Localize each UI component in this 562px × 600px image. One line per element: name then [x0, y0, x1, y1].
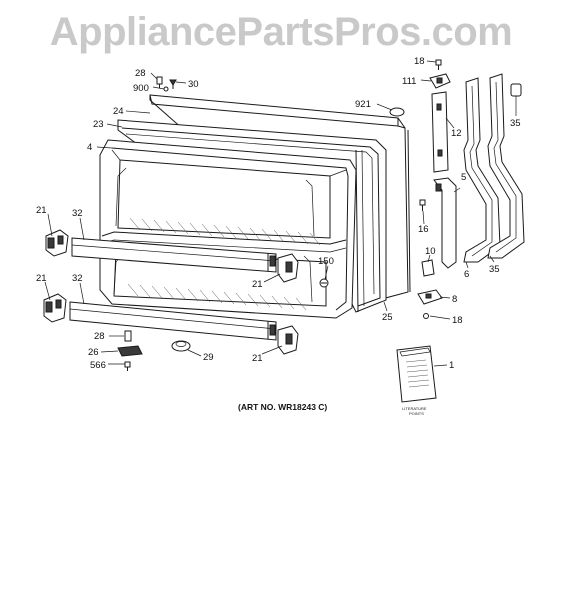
literature-label-line2: POINTS [409, 411, 424, 416]
callout-32-upper: 32 [72, 208, 83, 219]
callout-26: 26 [88, 347, 99, 358]
literature-label-line1: LITERATURE [402, 406, 427, 411]
callout-28: 28 [135, 68, 146, 79]
part-150 [319, 278, 329, 288]
door-shelf-bar-upper [71, 237, 277, 273]
end-cap-right-upper [277, 253, 299, 283]
art-number: (ART NO. WR18243 C) [238, 402, 327, 412]
callout-21-mid: 21 [252, 279, 263, 290]
callout-23: 23 [93, 119, 104, 130]
callout-35-bottom: 35 [489, 264, 500, 275]
door-handle-35 [487, 73, 525, 259]
callout-18-top: 18 [414, 56, 425, 67]
literature-booklet: LITERATURE POINTS [396, 345, 437, 416]
callout-32-lower: 32 [72, 273, 83, 284]
hinge-parts [417, 59, 457, 319]
callout-5: 5 [461, 172, 466, 183]
watermark: AppliancePartsPros.com [49, 10, 513, 54]
callout-30: 30 [188, 79, 199, 90]
door-shelf-bar-lower [69, 301, 277, 341]
part-26 [117, 345, 143, 357]
callout-29: 29 [203, 352, 214, 363]
callout-21-left-lower: 21 [36, 273, 47, 284]
fastener-group-top [156, 76, 177, 92]
handle-cap-35 [510, 83, 522, 97]
callout-35-top: 35 [510, 118, 521, 129]
callout-12: 12 [451, 128, 462, 139]
callout-150: 150 [318, 256, 334, 267]
callout-6: 6 [464, 269, 469, 280]
callout-1: 1 [449, 360, 454, 371]
plug-921 [389, 107, 405, 117]
inner-door-liner [99, 139, 357, 319]
callout-4: 4 [87, 142, 92, 153]
callout-16: 16 [418, 224, 429, 235]
callout-111: 111 [402, 76, 416, 87]
small-parts-bottom [117, 330, 191, 371]
end-cap-left-lower [43, 293, 67, 323]
callout-21-left-upper: 21 [36, 205, 47, 216]
callout-28-bottom: 28 [94, 331, 105, 342]
callout-labels: 28 30 900 24 23 4 921 18 111 12 35 5 16 … [36, 56, 521, 371]
part-566 [124, 361, 131, 368]
part-28b [124, 330, 132, 342]
leader-lines [44, 60, 517, 367]
callout-25: 25 [382, 312, 393, 323]
callout-18-bottom: 18 [452, 315, 463, 326]
door-handle-6 [463, 77, 501, 263]
end-cap-right-lower [277, 325, 299, 355]
callout-10: 10 [425, 246, 436, 257]
part-29 [171, 340, 191, 352]
callout-900: 900 [133, 83, 149, 94]
callout-8: 8 [452, 294, 457, 305]
callout-24: 24 [113, 106, 124, 117]
callout-21-bottom: 21 [252, 353, 263, 364]
callout-566: 566 [90, 360, 106, 371]
end-cap-left-upper [45, 229, 69, 257]
callout-921: 921 [355, 99, 371, 110]
